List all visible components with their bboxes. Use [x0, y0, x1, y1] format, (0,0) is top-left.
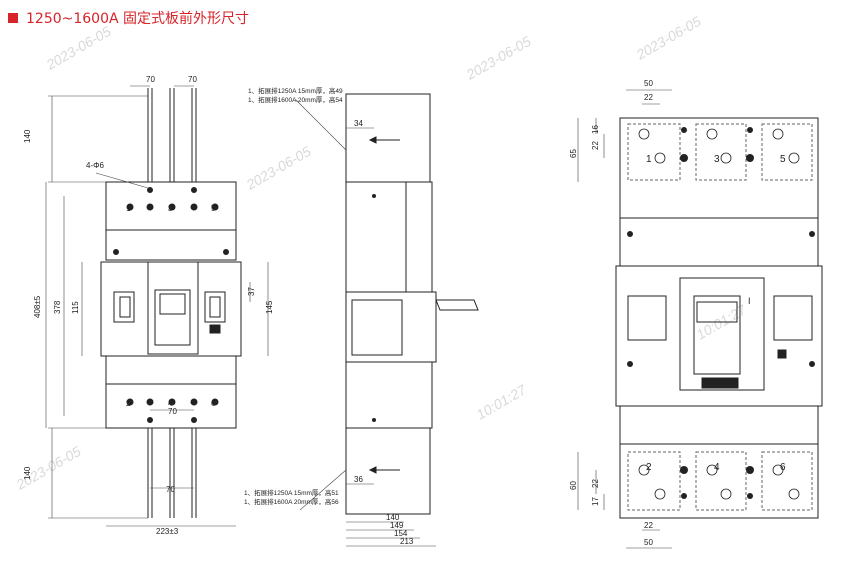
dim-bot-140: 140 — [23, 466, 32, 480]
dim-hole: 4-Φ6 — [86, 161, 104, 170]
pole-3-label: 3 — [168, 204, 173, 213]
dim-l16: 16 — [591, 125, 600, 134]
side-note-top-2: 1、拓展排1600A 20mm厚，高54 — [248, 95, 343, 104]
pole-2-label: 2 — [126, 399, 131, 408]
dim-115: 115 — [71, 301, 80, 314]
pole-4-label: 4 — [168, 399, 173, 408]
mount-pole-2: 2 — [646, 462, 652, 473]
dim-34: 34 — [354, 119, 363, 128]
dim-37: 37 — [247, 287, 256, 296]
dim-l22: 22 — [591, 141, 600, 150]
pole-1-label: 1 — [126, 204, 131, 213]
dim-b17: 17 — [591, 497, 600, 506]
dim-378: 378 — [53, 300, 62, 314]
dim-top-140: 140 — [23, 129, 32, 143]
side-note-bot-1: 1、拓展排1250A 15mm厚，高51 — [244, 488, 339, 497]
dim-l65: 65 — [569, 149, 578, 158]
switch-mark: I — [748, 296, 751, 306]
header-bullet — [8, 13, 18, 23]
side-note-bot-2: 1、拓展排1600A 20mm厚，高56 — [244, 497, 339, 506]
watermark-text: 2023-06-05 — [633, 13, 704, 63]
dim-bb22: 22 — [644, 521, 653, 530]
dim-b22: 22 — [591, 479, 600, 488]
dim-154: 154 — [394, 529, 408, 538]
mount-pole-5: 5 — [780, 154, 786, 165]
dim-b60: 60 — [569, 481, 578, 490]
mount-pole-4: 4 — [714, 462, 720, 473]
dim-36: 36 — [354, 475, 363, 484]
mount-pole-1: 1 — [646, 154, 652, 165]
dim-top-70a: 70 — [146, 75, 155, 84]
watermark-text: 2023-06-05 — [463, 33, 534, 83]
side-note-top-1: 1、拓展排1250A 15mm厚，高49 — [248, 86, 343, 95]
page-title: 1250~1600A 固定式板前外形尺寸 — [26, 11, 250, 27]
watermark-text: 10:01:27 — [474, 381, 530, 423]
dim-mid-70: 70 — [168, 407, 177, 416]
dim-145: 145 — [265, 300, 274, 314]
dim-223: 223±3 — [156, 527, 179, 536]
front-view: 70 70 140 4-Φ6 408±5 378 115 37 145 70 7… — [23, 75, 274, 536]
dim-bot-70: 70 — [166, 485, 175, 494]
pole-5-label: 5 — [211, 204, 216, 213]
watermark-layer: 2023-06-05 2023-06-05 2023-06-05 2023-06… — [13, 13, 750, 493]
dim-408: 408±5 — [33, 295, 42, 318]
pole-6-label: 6 — [211, 399, 216, 408]
watermark-text: 2023-06-05 — [43, 23, 114, 73]
dim-t22: 22 — [644, 93, 653, 102]
page-header: 1250~1600A 固定式板前外形尺寸 — [8, 8, 249, 28]
mount-pole-6: 6 — [780, 462, 786, 473]
dim-213: 213 — [400, 537, 414, 546]
side-view: 1、拓展排1250A 15mm厚，高49 1、拓展排1600A 20mm厚，高5… — [244, 86, 479, 547]
watermark-text: 2023-06-05 — [243, 143, 314, 193]
dim-bb50: 50 — [644, 538, 653, 547]
mounting-view: 50 22 16 22 65 60 22 17 22 50 1 3 5 2 4 … — [569, 79, 823, 549]
dim-t50: 50 — [644, 79, 653, 88]
dim-149: 149 — [390, 521, 404, 530]
dim-140: 140 — [386, 513, 400, 522]
dim-top-70b: 70 — [188, 75, 197, 84]
mount-pole-3: 3 — [714, 154, 720, 165]
